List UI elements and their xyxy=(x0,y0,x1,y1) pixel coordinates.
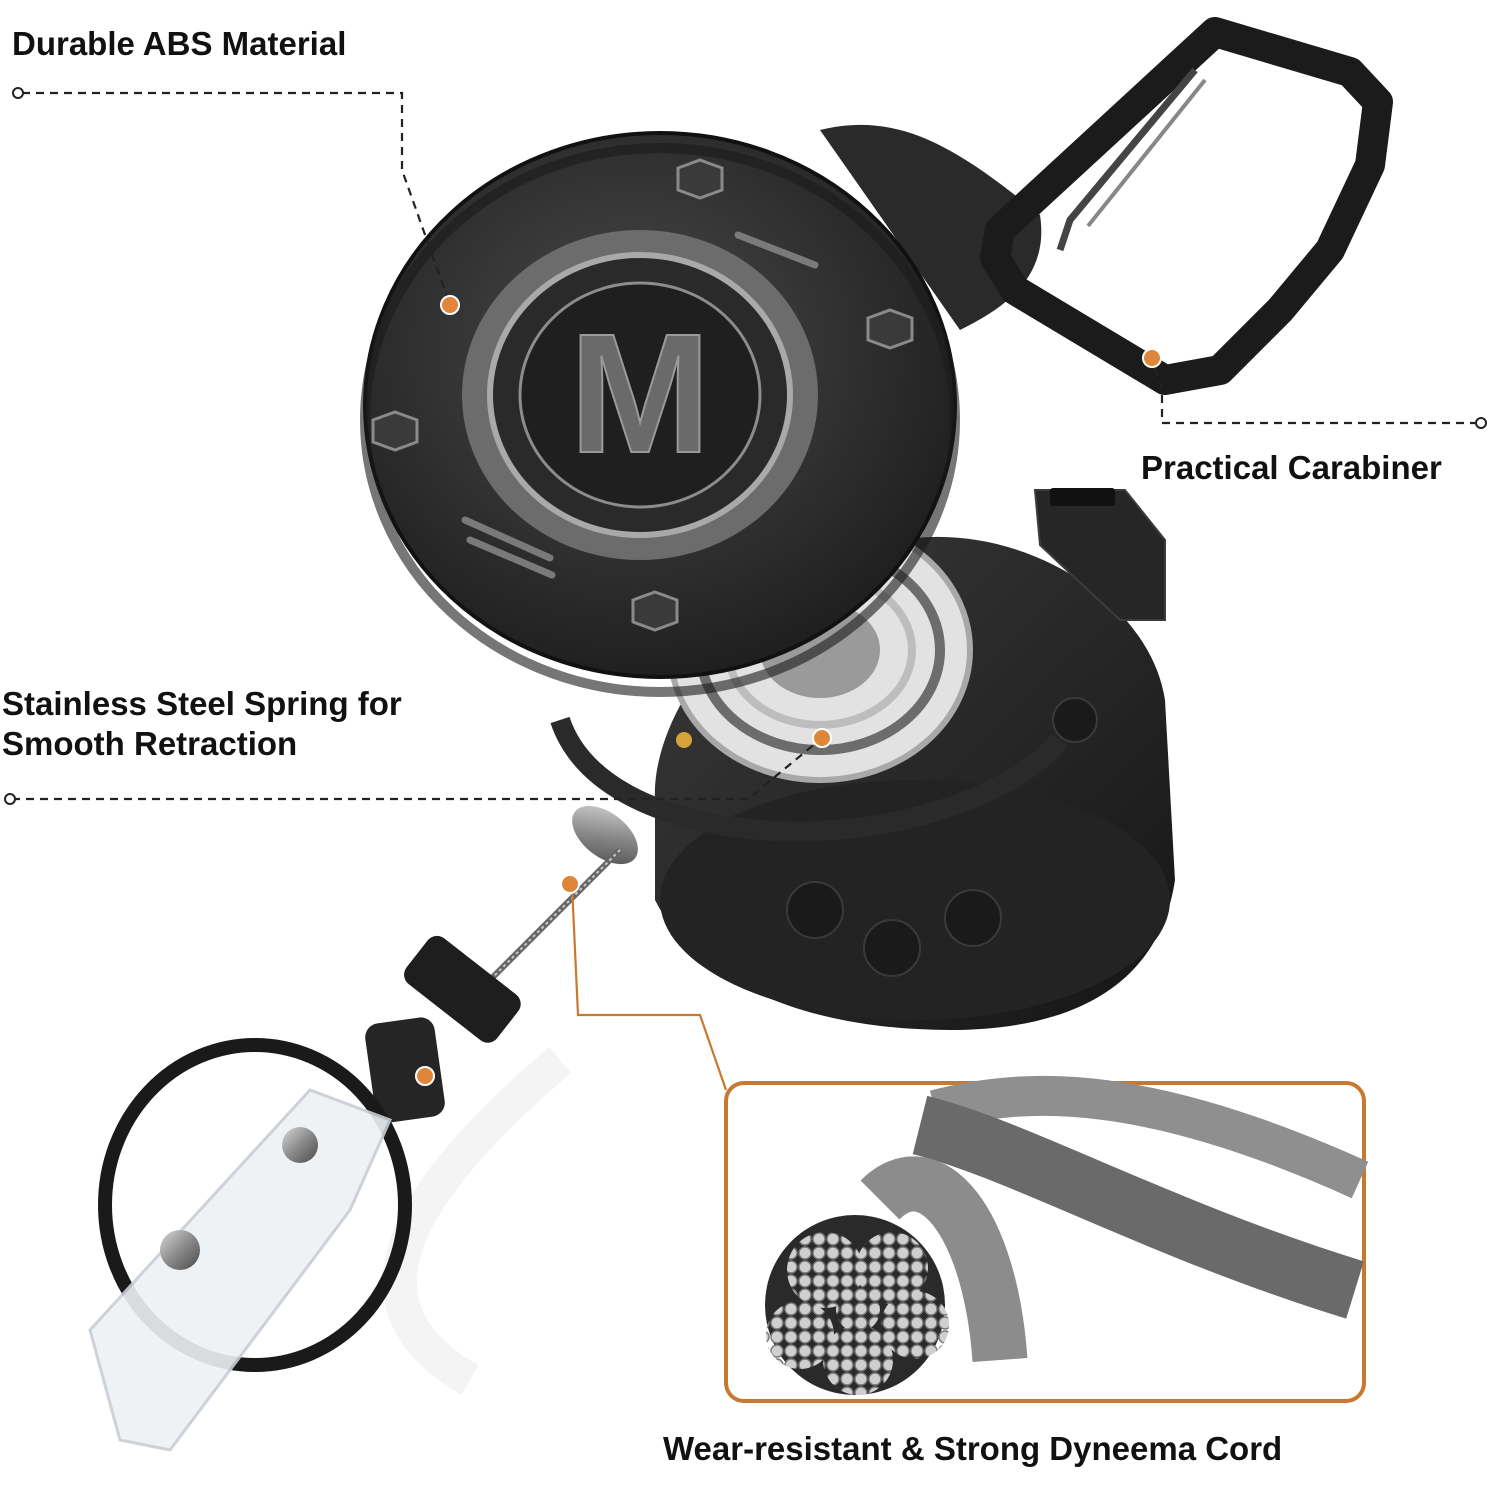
callout-dyneema-cord: Wear-resistant & Strong Dyneema Cord xyxy=(663,1430,1283,1467)
top-cover: M xyxy=(360,124,1042,697)
vent-slots xyxy=(461,231,819,579)
carabiner-icon xyxy=(980,17,1393,395)
cord-leader-line xyxy=(570,884,728,1091)
cable-cross-section xyxy=(765,1215,949,1395)
cord-closeup-inset xyxy=(724,1075,1369,1403)
leader-lines xyxy=(12,91,1478,801)
callout-spring-line2: Smooth Retraction xyxy=(2,725,298,762)
leader-endpoints xyxy=(4,87,1487,805)
marker-dots xyxy=(415,295,1162,1086)
callout-spring-line1: Stainless Steel Spring for xyxy=(2,685,402,722)
key-ring-icon xyxy=(98,1038,412,1372)
brand-emblem: M xyxy=(569,299,711,489)
badge-strap-icon xyxy=(88,1088,393,1452)
callout-abs-material: Durable ABS Material xyxy=(12,25,347,62)
screws xyxy=(371,158,914,632)
background-watermark xyxy=(382,1047,572,1395)
swivel-connector xyxy=(365,935,521,1123)
callout-carabiner: Practical Carabiner xyxy=(1141,449,1442,486)
